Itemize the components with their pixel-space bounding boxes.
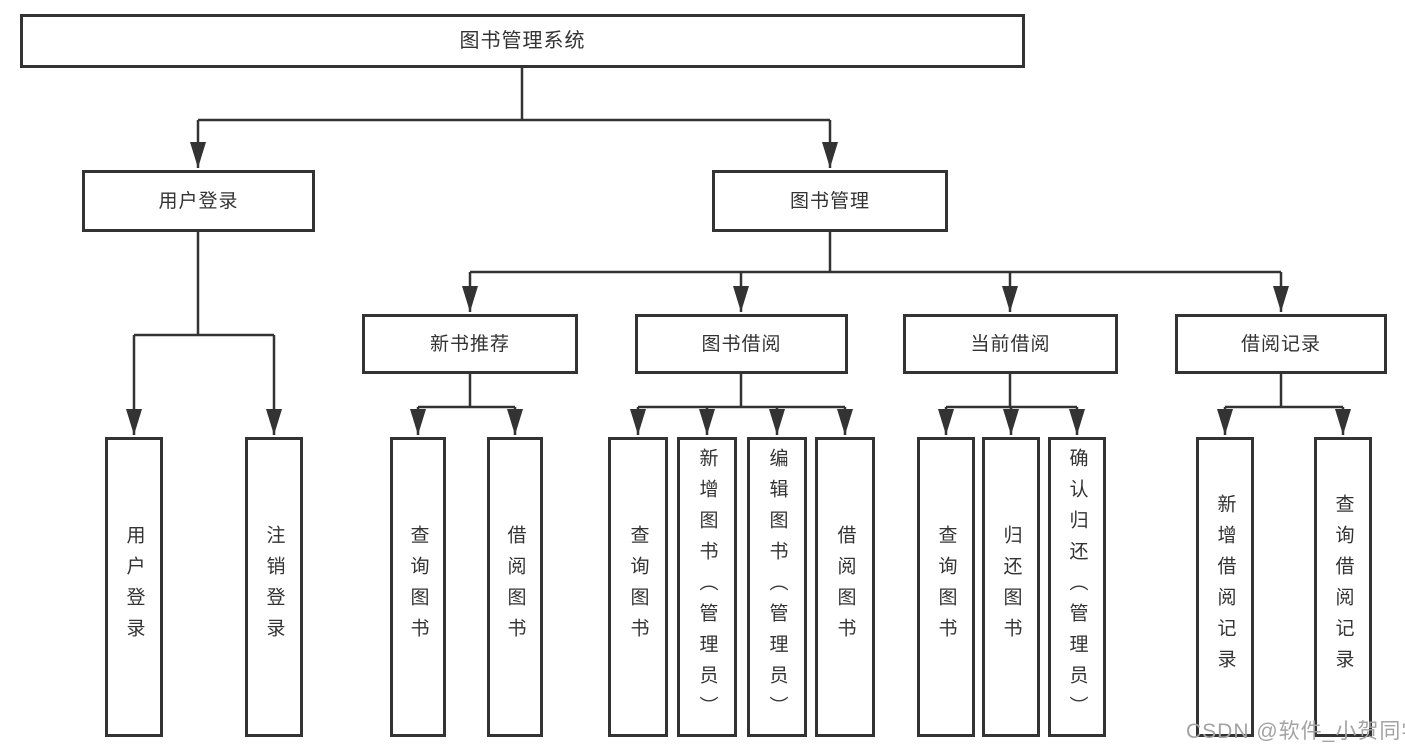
node-book-borrow-label: 图书借阅 (701, 333, 782, 355)
node-root-label: 图书管理系统 (459, 30, 586, 52)
node-leaf-cb-return-books: 归还图书 (982, 437, 1040, 737)
node-borrow-records-label: 借阅记录 (1240, 333, 1321, 355)
node-leaf-br-query-record-label: 查询借阅记录 (1332, 494, 1354, 680)
node-leaf-cb-return-books-label: 归还图书 (1000, 525, 1022, 649)
node-leaf-nb-query-books: 查询图书 (390, 437, 446, 737)
node-leaf-bb-borrow-books: 借阅图书 (815, 437, 875, 737)
node-leaf-bb-add-books-label: 新增图书（管理员） (696, 447, 718, 727)
node-new-book-rec-label: 新书推荐 (429, 333, 510, 355)
node-leaf-logout-label: 注销登录 (263, 525, 285, 649)
node-leaf-user-login: 用户登录 (105, 437, 163, 737)
node-leaf-bb-edit-books-label: 编辑图书（管理员） (766, 447, 788, 727)
node-borrow-records: 借阅记录 (1175, 314, 1387, 374)
node-current-borrow: 当前借阅 (903, 314, 1118, 374)
node-leaf-br-query-record: 查询借阅记录 (1314, 437, 1372, 737)
node-leaf-bb-add-books: 新增图书（管理员） (677, 437, 737, 737)
node-user-login-label: 用户登录 (158, 190, 239, 212)
node-leaf-nb-borrow-books: 借阅图书 (487, 437, 543, 737)
csdn-watermark: CSDN @软件_小贺同学 (1186, 720, 1405, 743)
node-leaf-nb-query-books-label: 查询图书 (407, 525, 429, 649)
node-leaf-br-add-record: 新增借阅记录 (1196, 437, 1254, 737)
node-leaf-bb-edit-books: 编辑图书（管理员） (747, 437, 807, 737)
node-leaf-nb-borrow-books-label: 借阅图书 (504, 525, 526, 649)
node-leaf-cb-query-books-label: 查询图书 (935, 525, 957, 649)
node-leaf-br-add-record-label: 新增借阅记录 (1214, 494, 1236, 680)
node-leaf-cb-confirm-return-label: 确认归还（管理员） (1066, 447, 1088, 727)
node-user-login: 用户登录 (82, 170, 315, 232)
node-book-mgmt: 图书管理 (712, 170, 948, 232)
node-root: 图书管理系统 (20, 14, 1025, 68)
node-leaf-user-login-label: 用户登录 (123, 525, 145, 649)
node-leaf-bb-borrow-books-label: 借阅图书 (834, 525, 856, 649)
node-new-book-rec: 新书推荐 (362, 314, 578, 374)
node-current-borrow-label: 当前借阅 (970, 333, 1051, 355)
node-leaf-bb-query-books: 查询图书 (608, 437, 668, 737)
node-leaf-logout: 注销登录 (245, 437, 303, 737)
node-book-mgmt-label: 图书管理 (789, 190, 870, 212)
node-book-borrow: 图书借阅 (635, 314, 848, 374)
node-leaf-cb-confirm-return: 确认归还（管理员） (1048, 437, 1106, 737)
node-leaf-cb-query-books: 查询图书 (917, 437, 975, 737)
node-leaf-bb-query-books-label: 查询图书 (627, 525, 649, 649)
